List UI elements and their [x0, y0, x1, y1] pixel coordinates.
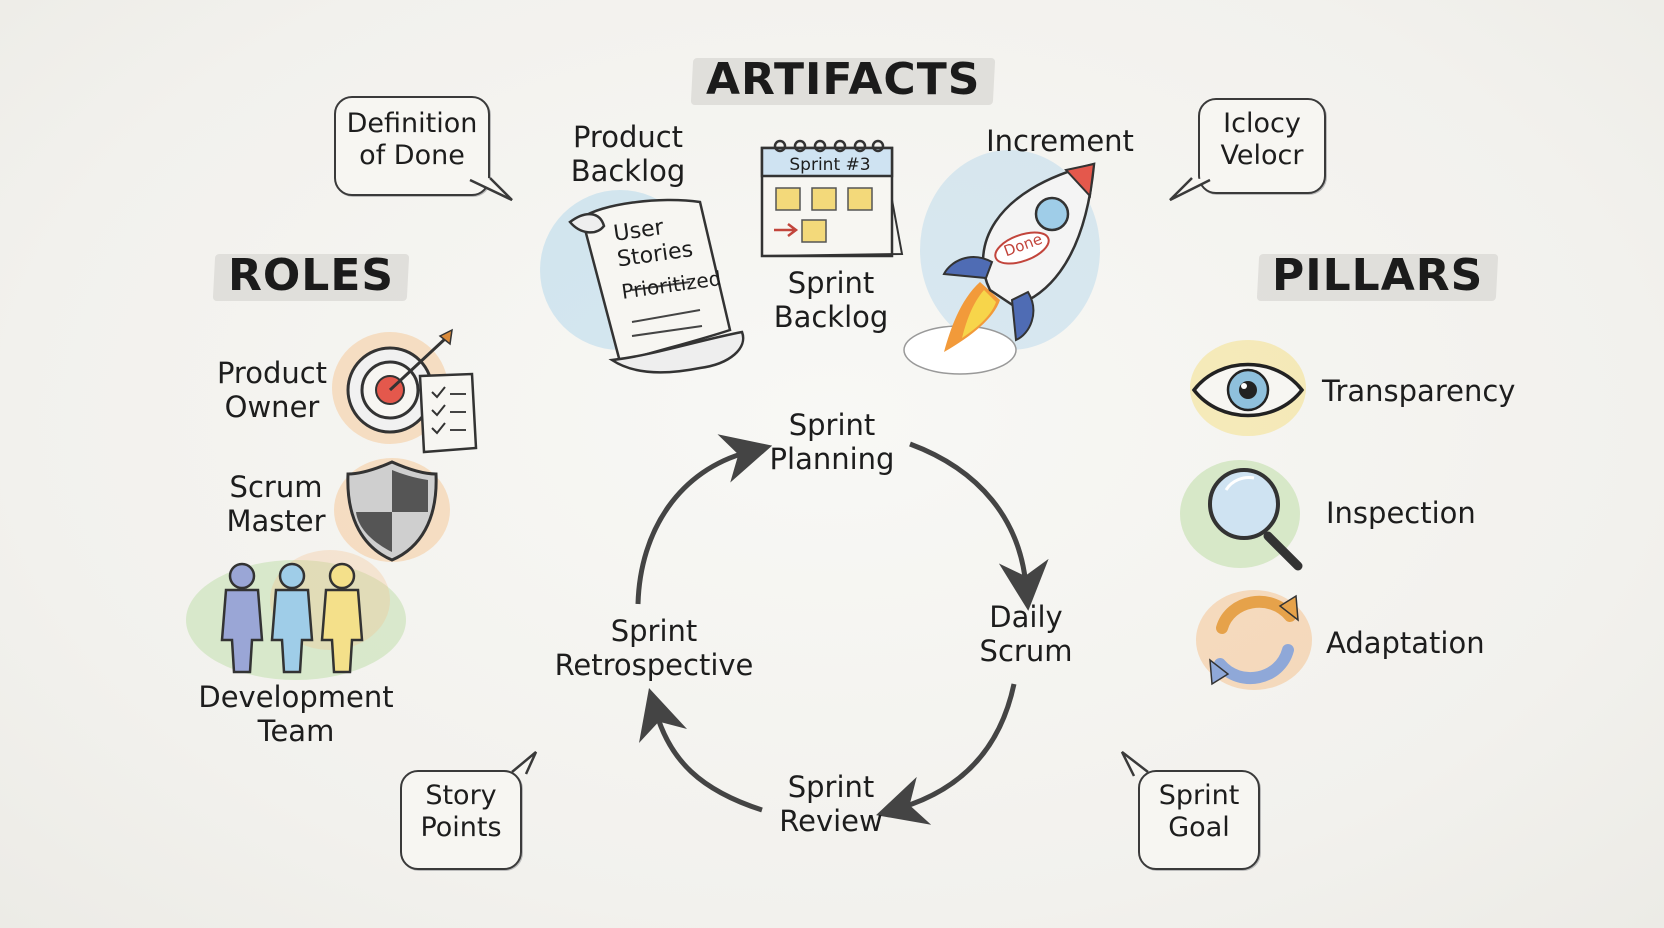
eye-icon [1190, 340, 1306, 436]
product-owner-label: Product Owner [204, 356, 340, 424]
calendar-title: Sprint #3 [789, 155, 871, 175]
label-line: Review [779, 804, 883, 838]
label-line: Development [198, 680, 394, 714]
product-backlog-label: Product Backlog [568, 120, 688, 188]
label-line: Product [572, 120, 684, 154]
development-team-label: Development Team [196, 680, 396, 748]
label-line: Scrum [229, 470, 323, 504]
sprint-review-label: Sprint Review [766, 770, 896, 838]
increment-label: Increment [986, 124, 1134, 158]
team-icon [186, 550, 406, 680]
pillars-heading: PILLARS [1258, 244, 1497, 307]
bubble-line: Iclocy [1223, 108, 1301, 139]
roles-heading: ROLES [214, 244, 408, 307]
bubble-line: Definition [346, 108, 478, 139]
artifacts-heading-box: ARTIFACTS [692, 48, 994, 111]
roles-heading-box: ROLES [214, 244, 408, 307]
label-line: Owner [224, 390, 320, 424]
label-line: Team [257, 714, 335, 748]
bubble-line: Points [420, 812, 502, 843]
checklist-icon [418, 372, 478, 454]
shield-icon [334, 458, 450, 562]
label-line: Retrospective [554, 648, 754, 682]
transparency-label: Transparency [1322, 374, 1516, 408]
sprint-planning-label: Sprint Planning [754, 408, 910, 476]
bubble-line: Sprint [1158, 780, 1240, 811]
scroll-icon [540, 190, 745, 374]
bubble-tail [1120, 751, 1149, 777]
label-line: Backlog [773, 300, 889, 334]
refresh-icon [1196, 590, 1312, 690]
rocket-icon [903, 150, 1100, 375]
sprint-goal-bubble: Sprint Goal [1138, 770, 1260, 870]
sprint-retrospective-label: Sprint Retrospective [544, 614, 764, 682]
arrow-planning-to-daily [909, 441, 1049, 611]
label-line: Product [216, 356, 328, 390]
label-line: Daily [989, 600, 1063, 634]
magnifier-icon [1180, 460, 1303, 571]
daily-scrum-label: Daily Scrum [966, 600, 1086, 668]
label-line: Sprint [787, 266, 875, 300]
label-line: Sprint [610, 614, 698, 648]
definition-of-done-bubble: Definition of Done [334, 96, 490, 196]
arrow-daily-to-review [876, 683, 1017, 825]
inspection-label: Inspection [1326, 496, 1476, 530]
arrow-retro-to-planning [635, 434, 773, 605]
label-line: Scrum [979, 634, 1073, 668]
adaptation-label: Adaptation [1326, 626, 1485, 660]
sprint-backlog-label: Sprint Backlog [766, 266, 896, 334]
bubble-line: of Done [359, 140, 465, 171]
pillars-heading-box: PILLARS [1258, 244, 1497, 307]
velocity-bubble: Iclocy Velocr [1198, 98, 1326, 194]
bubble-line: Story [425, 780, 497, 811]
artifacts-heading: ARTIFACTS [692, 48, 994, 111]
label-line: Sprint [787, 770, 875, 804]
label-line: Planning [769, 442, 895, 476]
arrow-review-to-retro [639, 688, 763, 813]
scrum-master-label: Scrum Master [208, 470, 344, 538]
label-line: Master [226, 504, 326, 538]
label-line: Backlog [570, 154, 686, 188]
bubble-line: Velocr [1220, 140, 1304, 171]
bubble-line: Goal [1168, 812, 1230, 843]
bubble-tail [469, 177, 513, 202]
scroll-text: User Stories [612, 212, 695, 273]
calendar-icon [760, 139, 904, 258]
label-line: Sprint [788, 408, 876, 442]
bubble-tail [511, 751, 538, 775]
bubble-tail [1169, 177, 1211, 202]
story-points-bubble: Story Points [400, 770, 522, 870]
